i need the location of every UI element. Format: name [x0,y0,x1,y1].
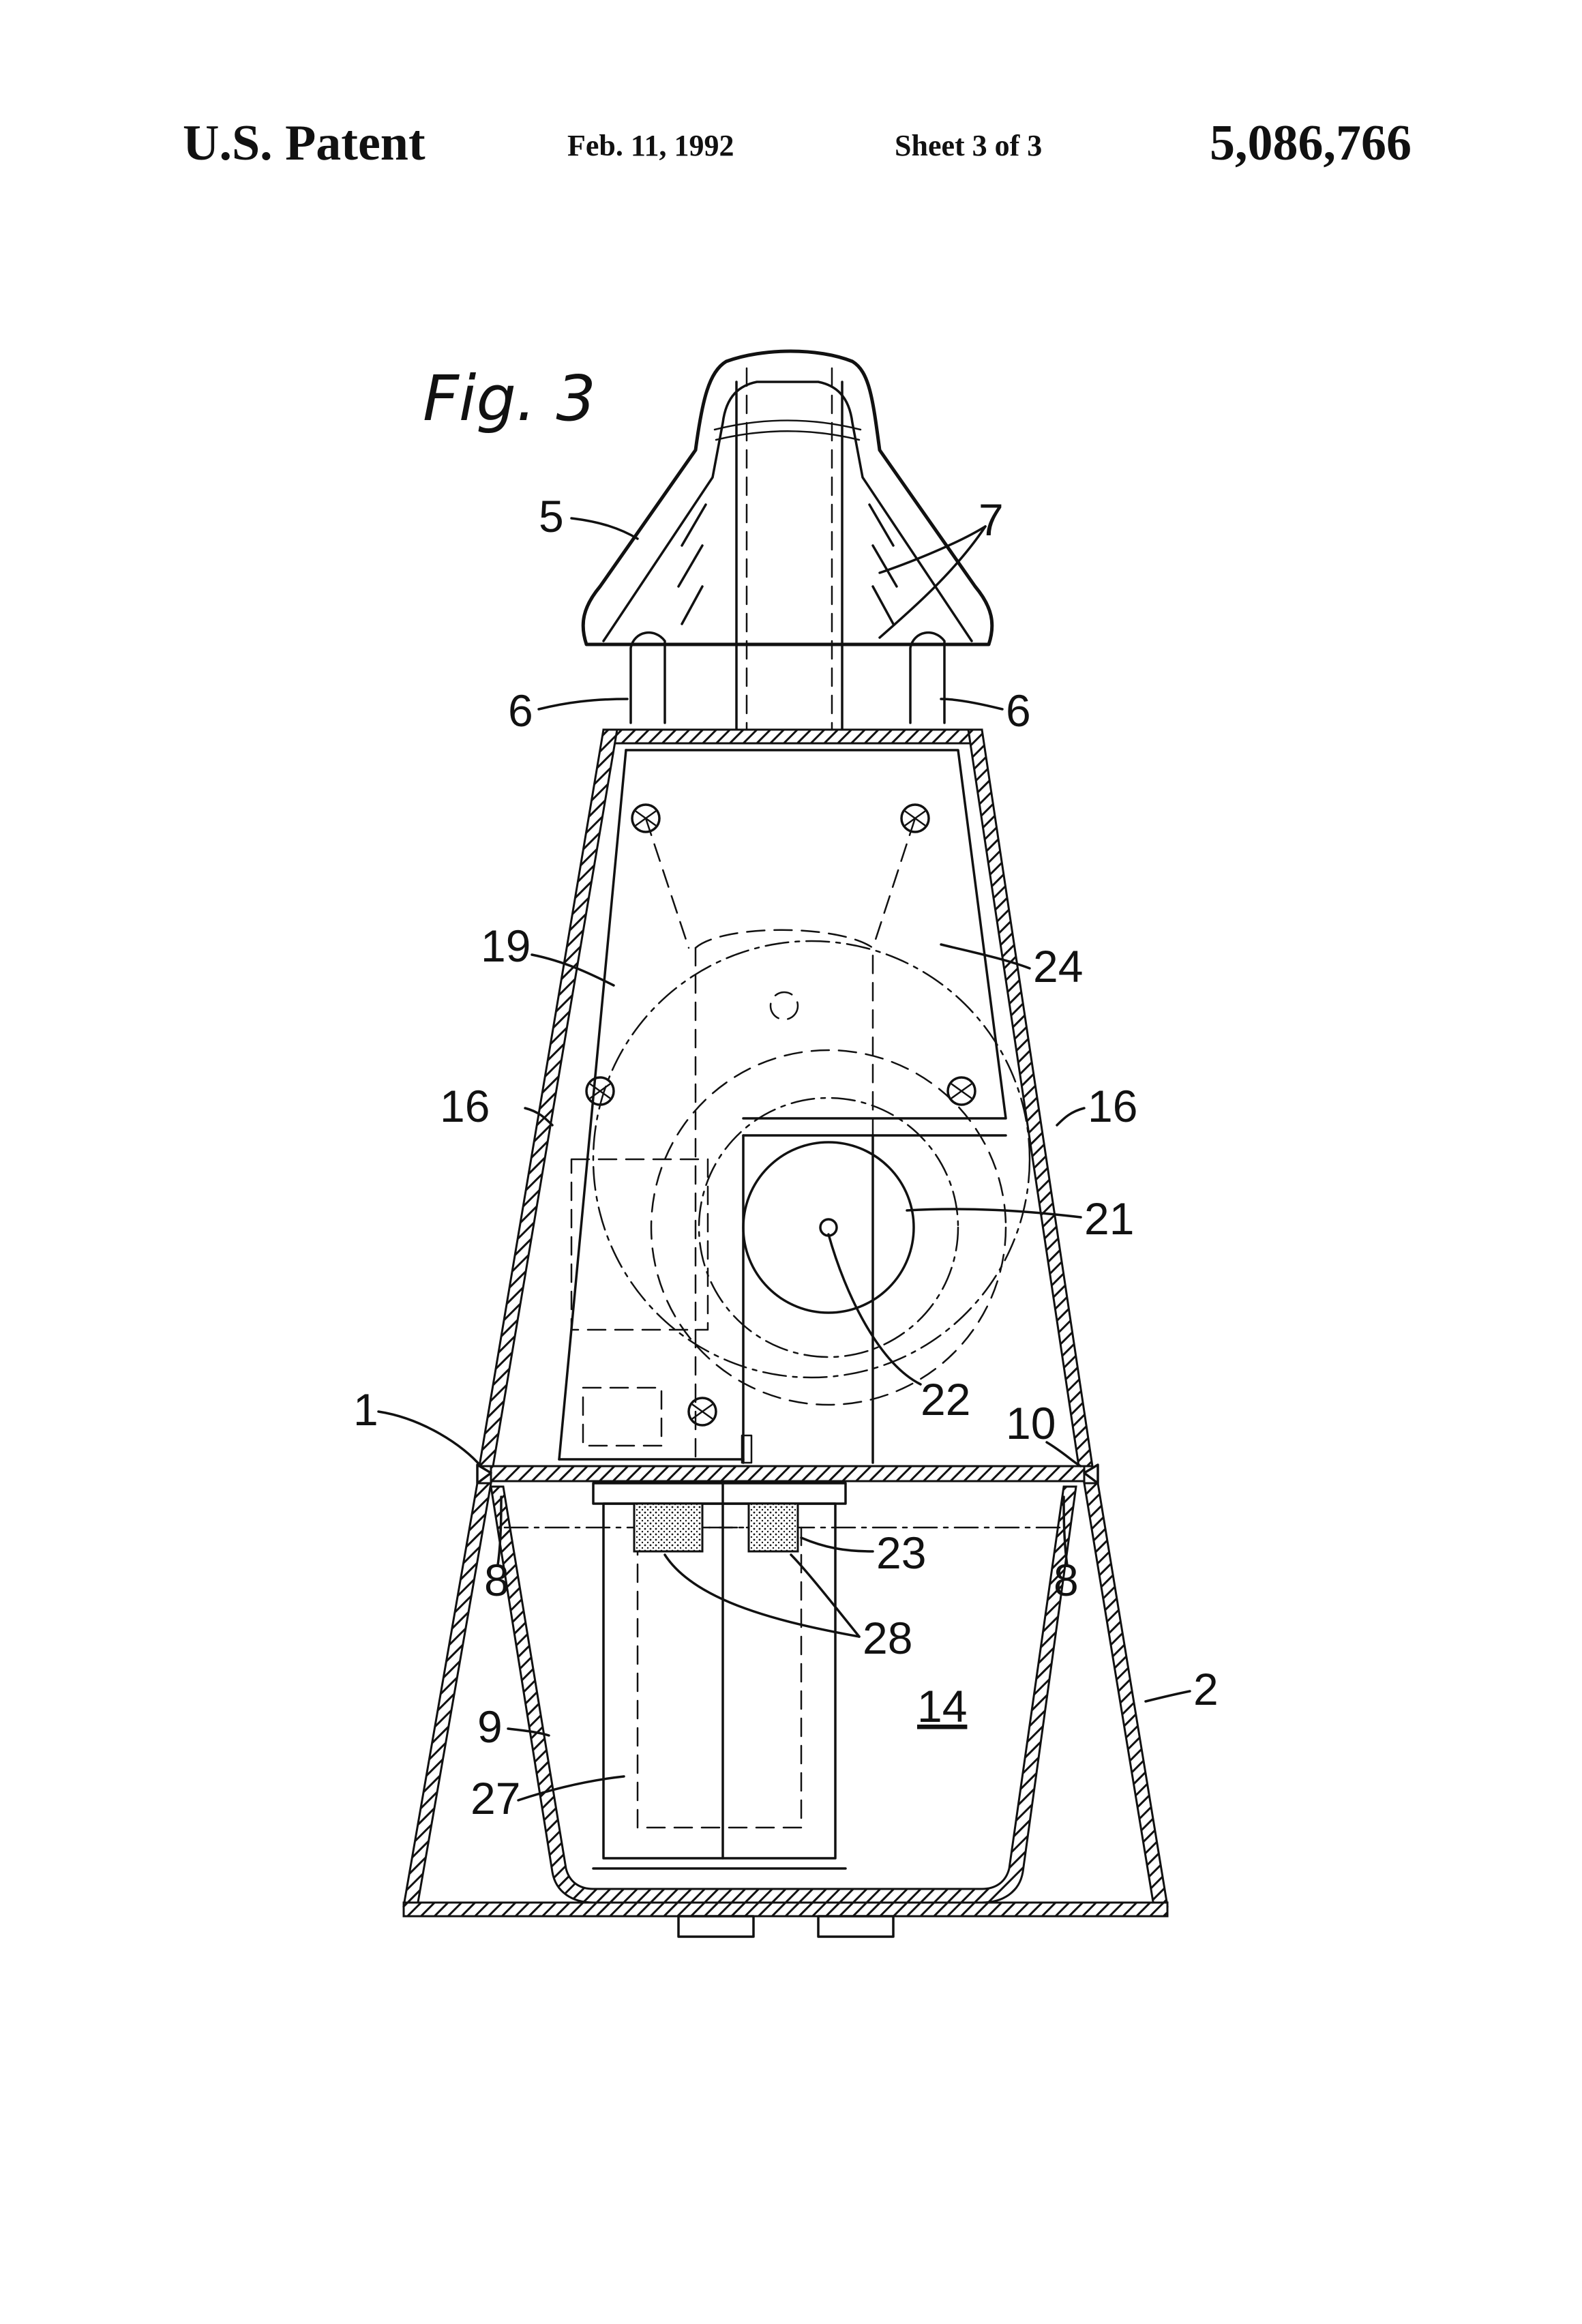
mounting-hole [586,1077,614,1105]
ref-numeral: 10 [1006,1398,1056,1448]
ref-numeral: 5 [539,491,564,541]
figure-title: Fig. 3 [423,362,596,435]
ref-numeral: 24 [1033,941,1083,992]
ref-numeral: 16 [440,1081,490,1131]
ref-numeral: 27 [471,1773,520,1823]
ref-numeral: 28 [863,1613,912,1663]
ref-numeral: 23 [876,1528,926,1578]
ref-numeral: 14 [917,1681,967,1731]
ref-numeral: 6 [1006,685,1031,736]
ref-numeral: 8 [484,1555,509,1605]
ref-numeral: 21 [1084,1193,1134,1244]
nozzle-part [583,351,992,740]
ref-numeral: 9 [477,1701,503,1752]
upper-housing [479,730,1092,1466]
leader-lines [378,518,1190,1800]
ref-numeral: 7 [979,494,1004,545]
ref-numeral: 2 [1193,1664,1219,1714]
divider-plate [477,1465,1098,1483]
ref-numeral: 8 [1054,1555,1079,1605]
ref-numeral: 6 [508,685,533,736]
ref-numeral: 19 [481,921,531,971]
ref-numeral: 22 [921,1374,970,1425]
ref-numeral: 16 [1088,1081,1137,1131]
mounting-hole [689,1398,716,1425]
ref-numeral: 1 [353,1384,378,1435]
